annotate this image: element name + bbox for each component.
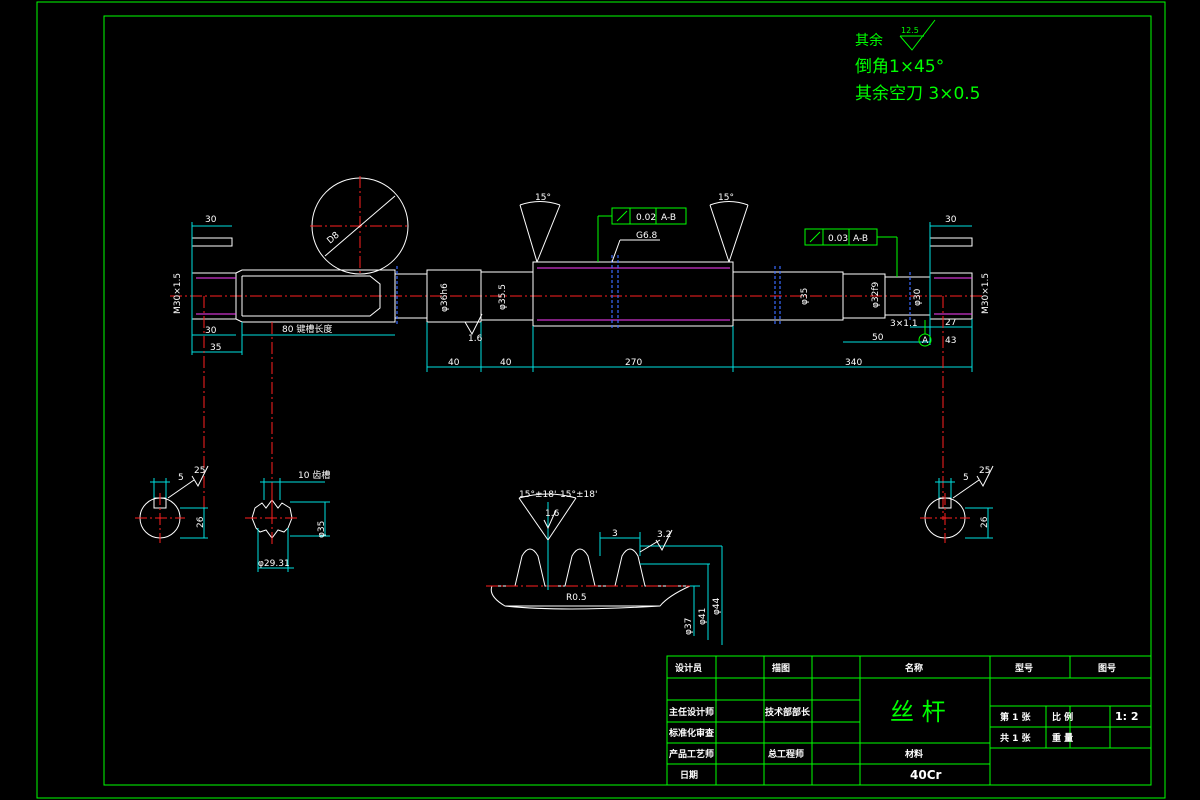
datum-a-symbol: A (918, 320, 932, 347)
section-right-key: 5 26 25 (920, 465, 994, 543)
tb-material: 40Cr (910, 768, 942, 782)
tb-ratio-value: 1: 2 (1115, 710, 1139, 723)
section-spline: 10 齿槽 φ35 φ29.31 (245, 469, 330, 572)
shaft-main-view: D8 30 30 35 80 键槽长度 30 40 (170, 176, 991, 520)
tb-drawing: 描图 (772, 662, 790, 674)
left-key-depth: 26 (196, 516, 206, 528)
note-undercut: 其余空刀 3×0.5 (855, 84, 981, 104)
dim-40-a: 40 (448, 358, 460, 368)
runout-frame-2: 0.03 A-B (804, 228, 898, 277)
thread-right-label: M30×1.5 (981, 273, 991, 314)
left-keyway-top (191, 237, 233, 247)
tb-drawing-no-header: 图号 (1098, 663, 1116, 674)
thread-dia-41: φ41 (698, 608, 708, 625)
outer-frame (36, 1, 1166, 799)
thread-radius: R0.5 (566, 593, 587, 603)
dim-40-b: 40 (500, 358, 512, 368)
dim-50: 50 (872, 333, 884, 343)
runout-1-value: 0.02 (636, 213, 656, 223)
dim-35: 35 (210, 343, 221, 353)
angle-left-label: 15° (535, 193, 551, 203)
thread-dia-37: φ37 (684, 618, 694, 635)
tb-material-header: 材料 (904, 748, 923, 760)
dim-27: 27 (945, 318, 956, 328)
left-roughness: 25 (194, 466, 205, 476)
dim-43: 43 (945, 336, 956, 346)
thread-left-label: M30×1.5 (173, 273, 183, 314)
tb-sheet-no: 第 1 张 (1000, 711, 1032, 723)
runout-1-datum: A-B (661, 213, 676, 223)
right-key-width: 5 (963, 473, 969, 483)
thread-roughness-top: 3.2 (657, 530, 671, 540)
tb-chief-designer: 主任设计师 (669, 706, 714, 718)
inner-frame (103, 15, 1152, 786)
tb-name-header: 名称 (905, 662, 923, 674)
runout-frame-1: 0.02 A-B (597, 207, 687, 262)
tb-weight-label: 重 量 (1052, 732, 1073, 744)
right-keyway-top (929, 237, 973, 247)
tb-process: 产品工艺师 (669, 748, 714, 760)
dim-30-left-bottom: 30 (205, 326, 217, 336)
thread-angle-left: 15°±18' (519, 490, 556, 500)
roughness-symbol-icon (899, 19, 936, 51)
dim-30-right-top: 30 (945, 215, 957, 225)
tb-part-name: 丝 杆 (890, 698, 946, 726)
tb-designer: 设计员 (675, 662, 702, 674)
right-roughness: 25 (979, 466, 990, 476)
roughness-16-label: 1.6 (468, 334, 483, 344)
thread-profile-detail: 15°±18' 15°±18' 1.6 3 3.2 R0.5 φ37 φ41 φ… (486, 490, 723, 645)
thread-class-label: G6.8 (636, 231, 658, 241)
dim-80-key: 80 键槽长度 (282, 323, 332, 335)
dia-35-5-label: φ35.5 (498, 284, 508, 310)
dim-30-left-top: 30 (205, 215, 217, 225)
dia-30-label: φ30 (913, 288, 923, 306)
thread-pitch: 3 (612, 529, 618, 539)
runout-2-datum: A-B (853, 234, 868, 244)
thread-roughness: 1.6 (545, 509, 560, 519)
section-left-key: 5 26 25 (135, 465, 209, 543)
datum-a-label: A (922, 336, 929, 346)
dim-3x1: 3×1.1 (890, 319, 918, 329)
dim-340: 340 (845, 358, 862, 368)
spline-minor: φ29.31 (258, 559, 290, 569)
title-block: 设计员 描图 主任设计师 技术部部长 标准化审查 产品工艺师 总工程师 日期 名… (666, 655, 1152, 786)
tb-chief-engineer: 总工程师 (768, 748, 804, 760)
note-other-label: 其余 (855, 32, 883, 49)
left-key-width: 5 (178, 473, 184, 483)
spline-dia: φ35 (317, 521, 327, 538)
screw-thread-body (532, 261, 734, 327)
tb-tech-manager: 技术部部长 (765, 706, 811, 718)
angle-right-label: 15° (718, 193, 734, 203)
note-roughness-value: 12.5 (901, 26, 919, 35)
thread-angle-right: 15°±18' (560, 490, 597, 500)
tb-ratio-label: 比 例 (1052, 711, 1073, 723)
spline-width: 10 齿槽 (298, 469, 330, 481)
dim-270: 270 (625, 358, 642, 368)
dia-36-label: φ36h6 (440, 283, 450, 312)
tb-total-sheets: 共 1 张 (1000, 732, 1032, 744)
runout-2-value: 0.03 (828, 234, 848, 244)
tb-std-review: 标准化审查 (668, 727, 715, 739)
dia-32-label: φ32f9 (871, 281, 881, 308)
technical-notes: 其余 12.5 倒角1×45° 其余空刀 3×0.5 (855, 19, 981, 104)
dia-35-label: φ35 (800, 288, 810, 305)
roughness-16-icon (464, 313, 483, 336)
right-key-depth: 26 (980, 516, 990, 528)
thread-dia-44: φ44 (712, 597, 722, 615)
note-chamfer: 倒角1×45° (855, 57, 944, 77)
tb-date: 日期 (680, 769, 698, 781)
tb-model-header: 型号 (1015, 662, 1033, 674)
